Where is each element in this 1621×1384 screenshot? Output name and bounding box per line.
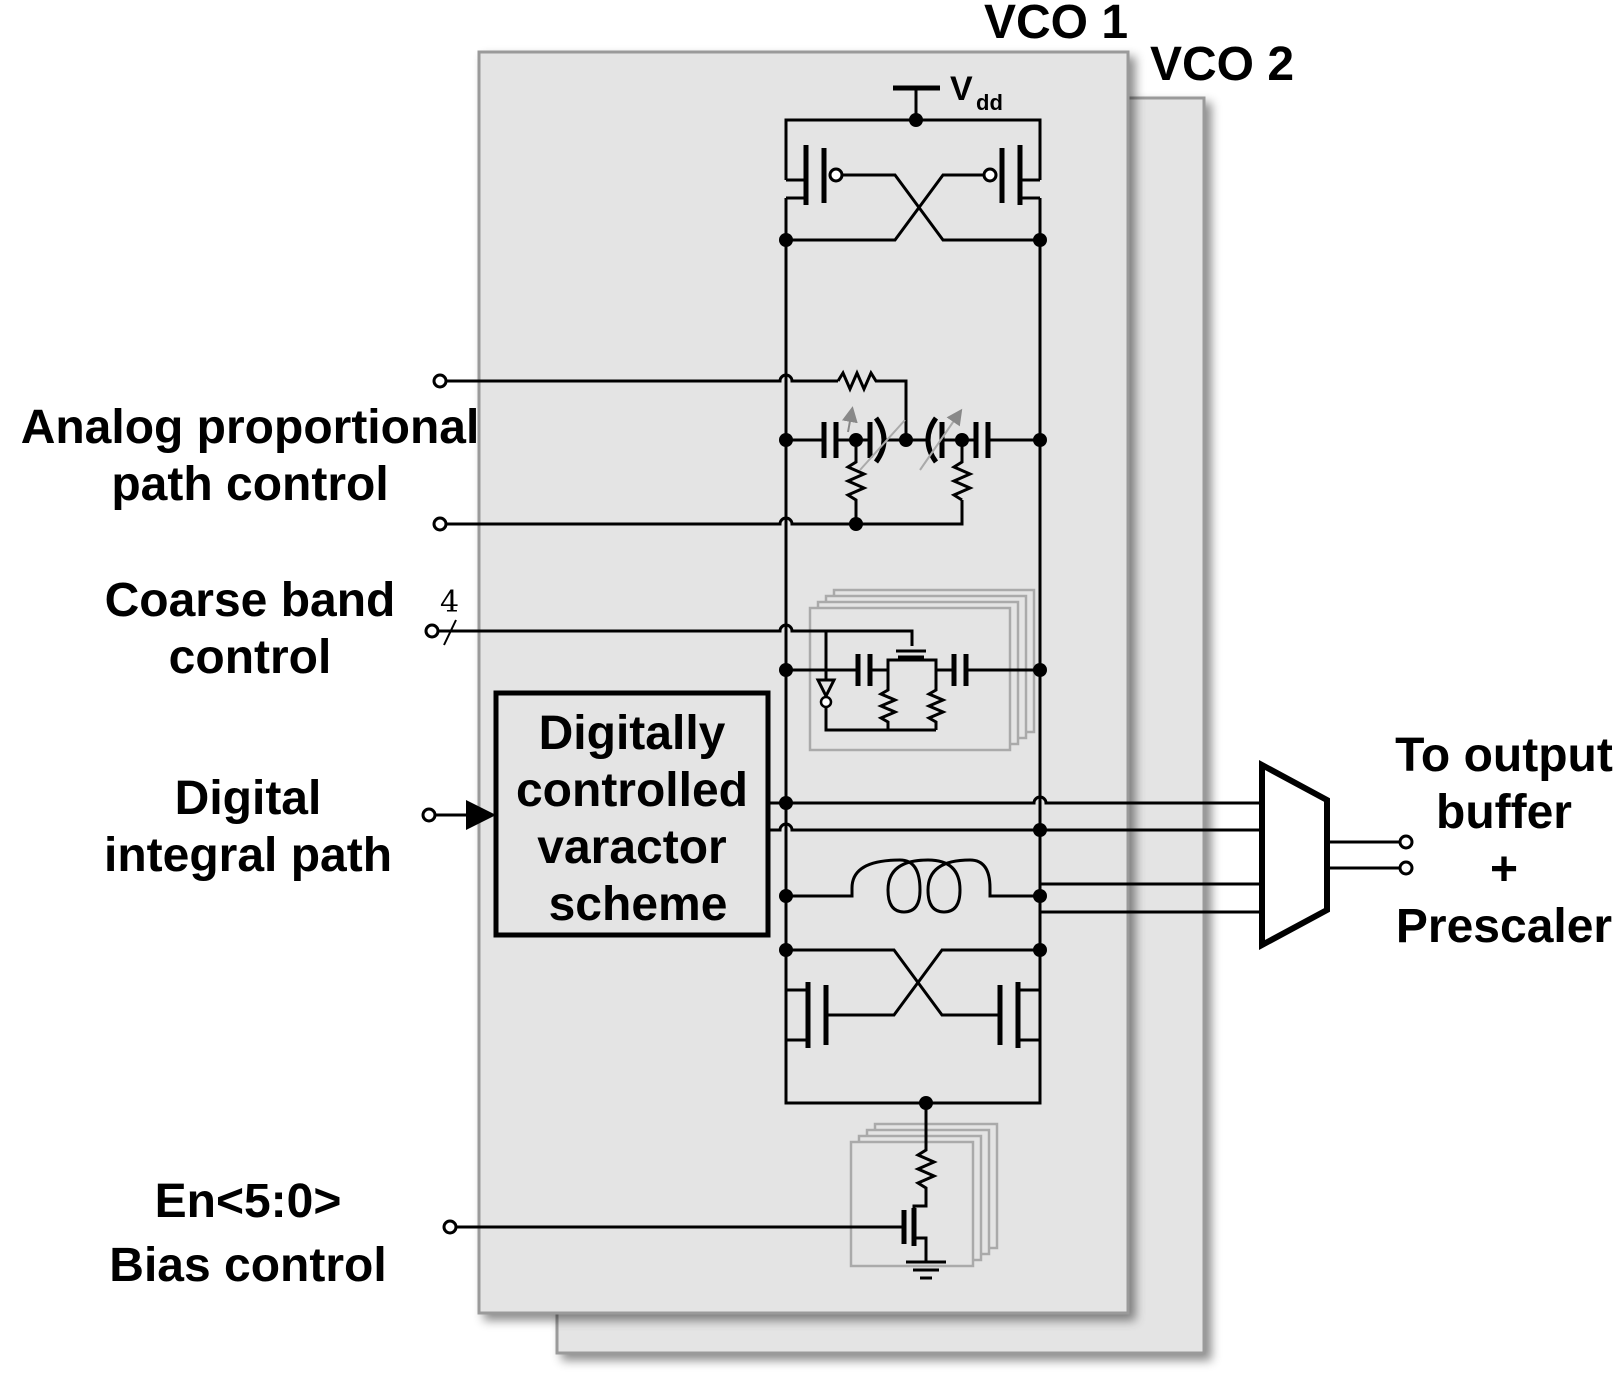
dcv-line1: Digitally: [539, 707, 726, 760]
output-label-line2: buffer: [1436, 786, 1572, 839]
output-mux: [1259, 759, 1414, 951]
bias-current-bank: [442, 1103, 999, 1280]
coarse-label-line2: control: [169, 631, 332, 684]
analog-label-line2: path control: [111, 458, 388, 511]
vdd-subscript: dd: [976, 90, 1003, 115]
vco2-label: VCO 2: [1150, 38, 1294, 91]
vdd-label: V: [950, 70, 973, 108]
nmos-cross-coupled-pair: [779, 943, 1047, 1110]
output-label-line1: To output: [1395, 729, 1613, 782]
bus-width-label: 4: [440, 585, 459, 620]
digital-integral-path-input: [421, 800, 496, 830]
analog-varactor-section: [432, 369, 1047, 532]
dcv-line2: controlled: [516, 764, 748, 817]
dcv-line4: scheme: [549, 878, 728, 931]
bias-label-line2: Bias control: [109, 1239, 386, 1292]
analog-label-line1: Analog proportional: [21, 401, 480, 454]
vdd-supply-symbol: V dd: [893, 70, 1003, 127]
inductor-symbol: [779, 858, 1047, 914]
dcv-line3: varactor: [537, 821, 726, 874]
bias-label-line1: En<5:0>: [155, 1175, 342, 1228]
output-label-line4: Prescaler: [1396, 900, 1612, 953]
output-label-line3: +: [1490, 843, 1518, 896]
digital-label-line1: Digital: [175, 772, 322, 825]
dcv-block: [493, 690, 771, 938]
coarse-label-line1: Coarse band: [105, 574, 396, 627]
coarse-band-capacitor-bank: 4: [424, 585, 1047, 752]
vco1-label: VCO 1: [984, 0, 1128, 49]
digital-label-line2: integral path: [104, 829, 392, 882]
oscillator-output-lines: [768, 795, 1262, 914]
